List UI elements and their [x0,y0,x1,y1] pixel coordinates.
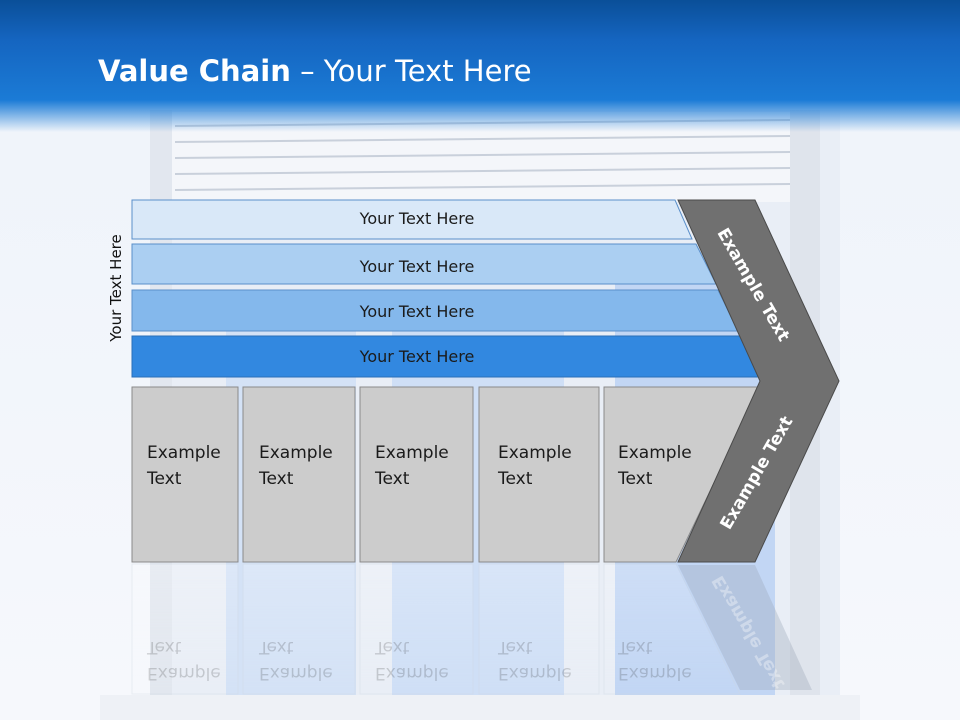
cell-text-1-line2: Text [147,469,182,489]
header-band [0,0,960,132]
cell-text-3-line2: Text [375,469,410,489]
primary-cell-2 [242,386,356,563]
margin-chevron [677,199,840,563]
cell-text-2-line1: Example [259,443,333,463]
cells-reflection [131,563,741,695]
primary-cell-3 [359,386,474,563]
title-bold: Value Chain [98,54,291,88]
cell-text-5-line1: Example [618,443,692,463]
cell-text-4-line2: Text [498,469,533,489]
row-label-3: Your Text Here [359,302,475,321]
cell-text-5-line2: Text [618,469,653,489]
primary-cell-5 [603,386,761,563]
primary-cell-4 [478,386,600,563]
cell-text-1-line1: Example [147,443,221,463]
cell-text-4-line1: Example [498,443,572,463]
slide-title: Value Chain – Your Text Here [98,54,532,88]
row-label-4: Your Text Here [359,347,475,366]
row-label-2: Your Text Here [359,257,475,276]
support-row-1 [131,199,693,240]
title-rest: – Your Text Here [290,54,532,88]
cell-text-3-line1: Example [375,443,449,463]
cell-text-2-line2: Text [259,469,294,489]
primary-cell-1 [131,386,239,563]
margin-chevron-reflection [678,565,812,690]
row-label-1: Your Text Here [359,209,475,228]
side-label: Your Text Here [107,234,125,342]
